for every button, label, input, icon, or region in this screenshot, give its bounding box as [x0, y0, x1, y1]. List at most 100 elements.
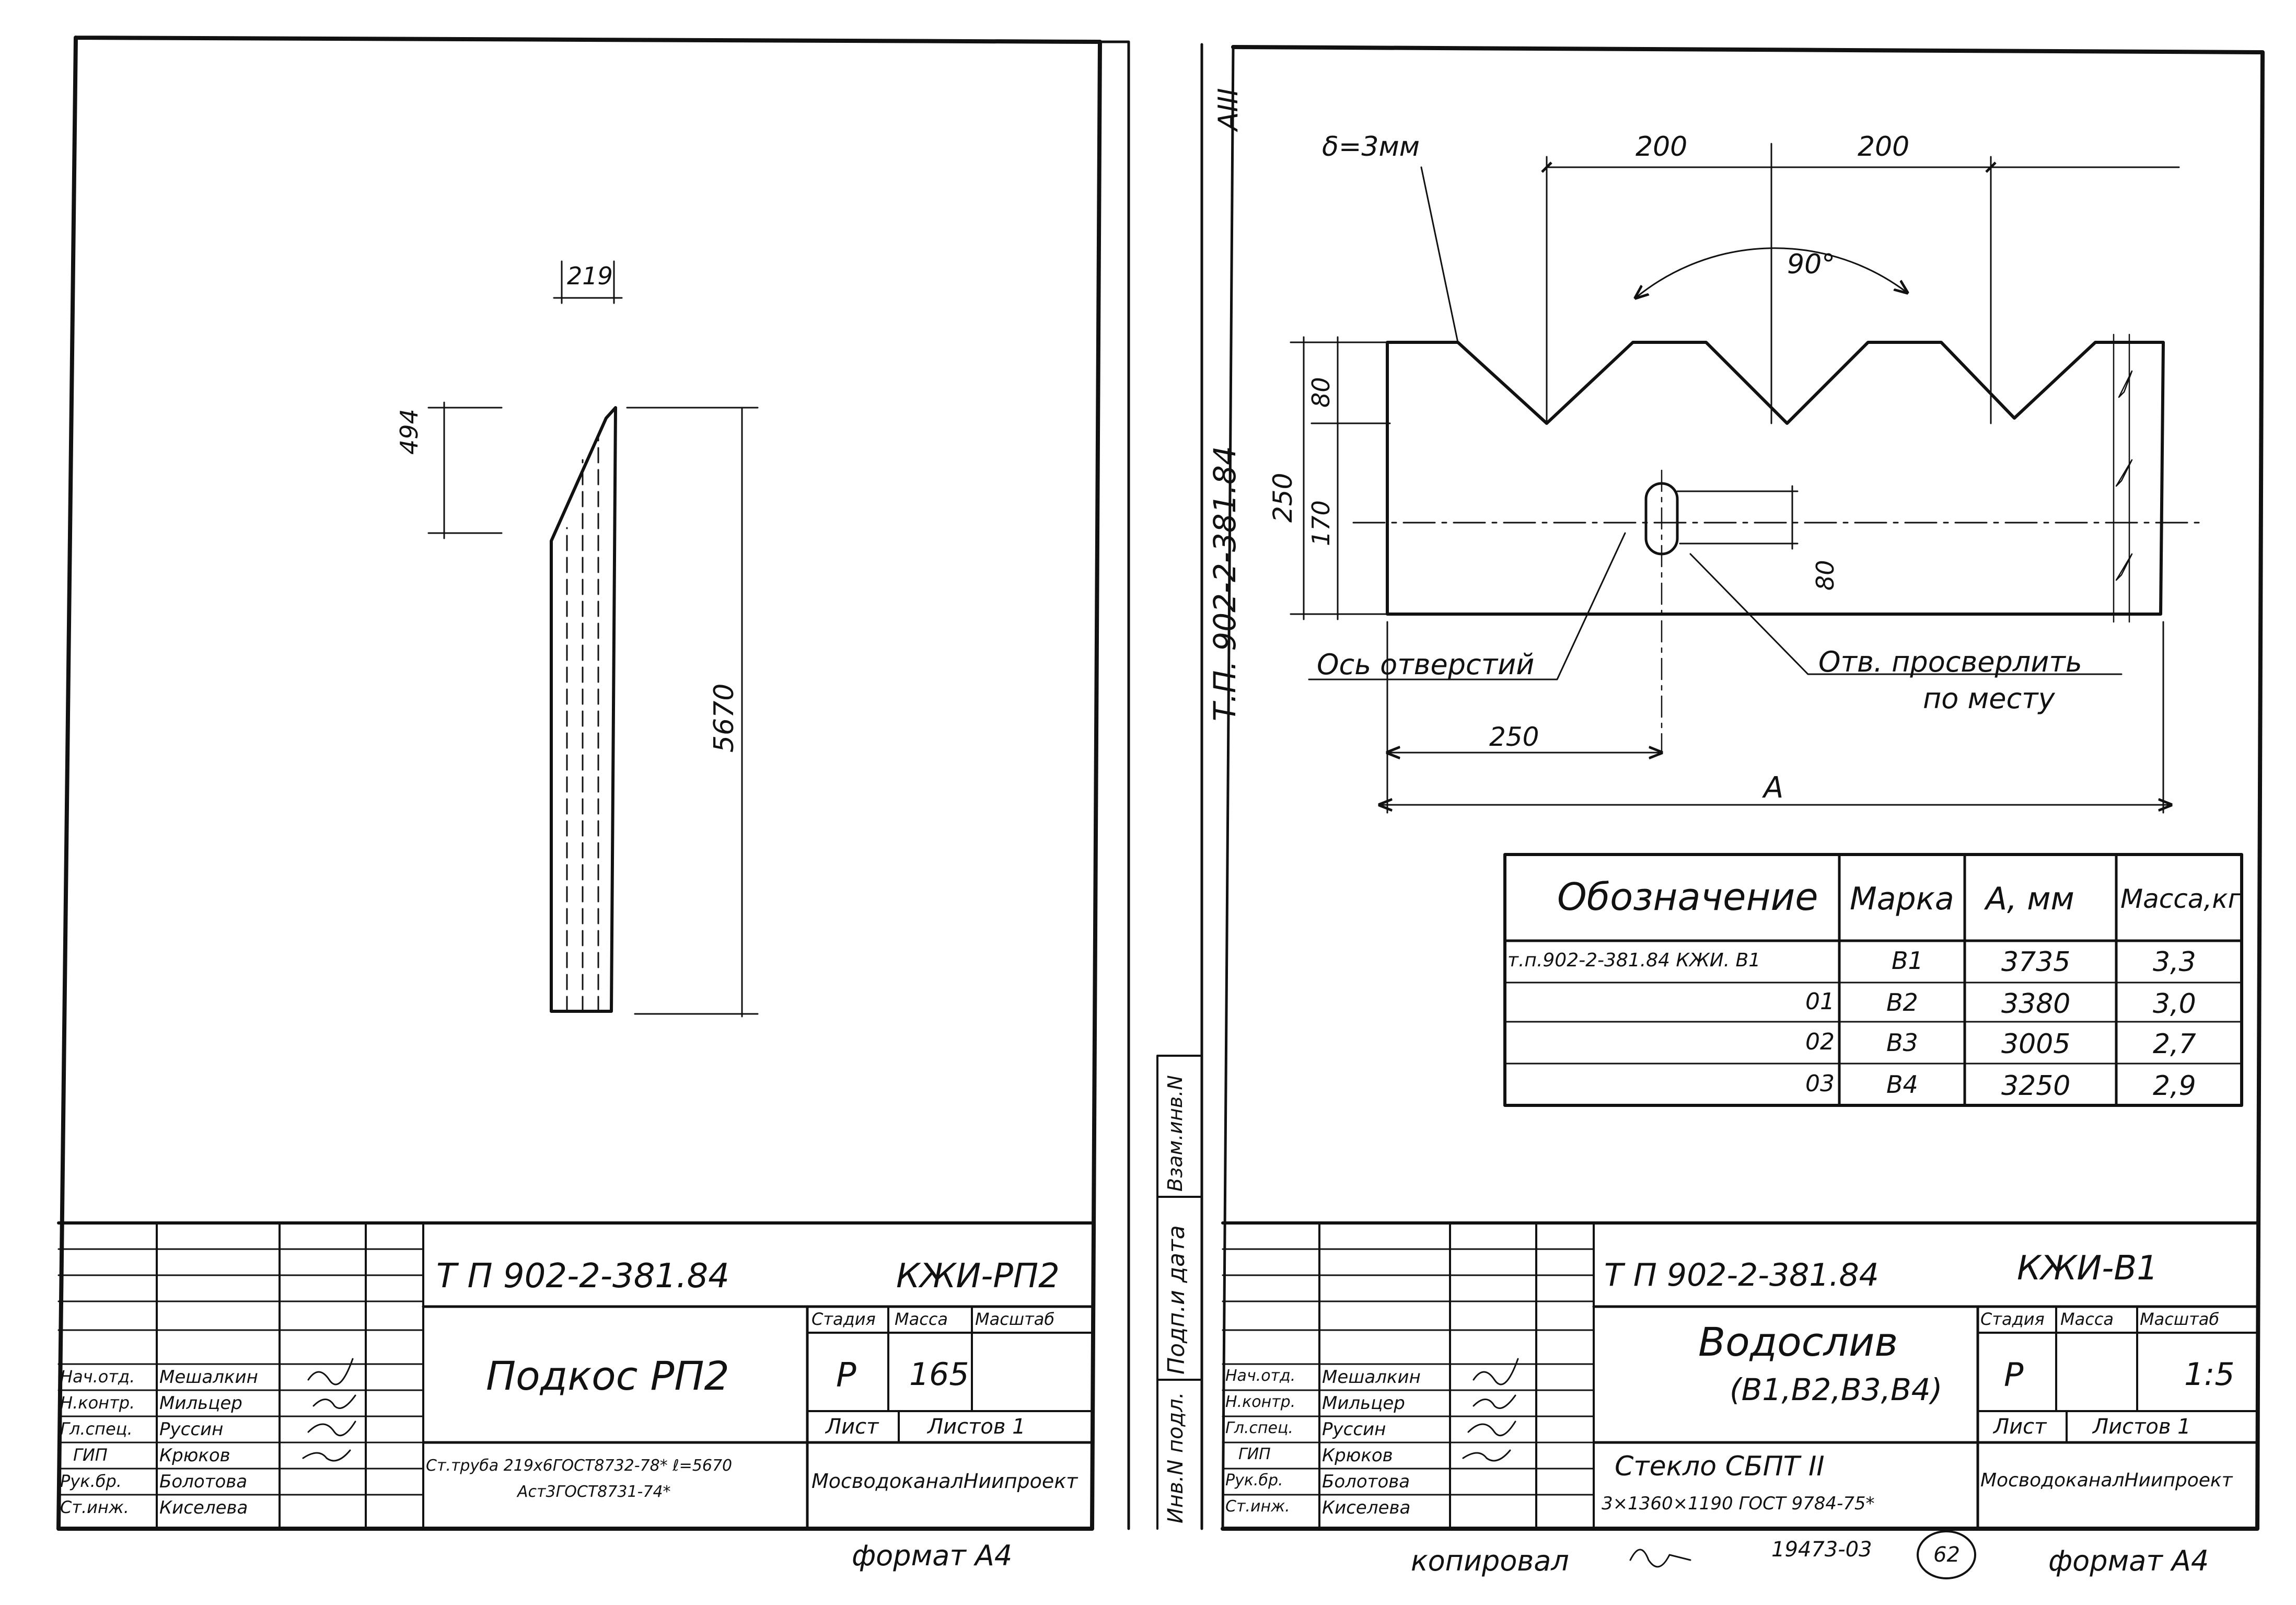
spec-row2-a: 3380 — [2001, 988, 2071, 1020]
right-role-2: Н.контр. — [1225, 1393, 1296, 1411]
sheet-number-circle — [1917, 1530, 1976, 1579]
strip-inv-repl: Взам.инв.N — [1164, 1075, 1187, 1192]
spec-row3-mark: В3 — [1886, 1029, 1918, 1057]
spec-row4-mark: В4 — [1886, 1070, 1918, 1099]
spec-row2-designation: 01 — [1805, 988, 1835, 1015]
right-format: формат А4 — [2048, 1544, 2209, 1577]
left-material-line2: Аст3ГОСТ8731-74* — [517, 1483, 671, 1501]
dim-slot-80: 80 — [1811, 560, 1839, 591]
dim-lower-170: 170 — [1307, 500, 1335, 546]
spec-header-designation: Обозначение — [1557, 875, 1818, 919]
weir-plate-drawing — [1290, 143, 2206, 814]
dim-angle-90: 90° — [1787, 249, 1836, 280]
dim-top-200-left: 200 — [1636, 131, 1688, 163]
right-org: МосводоканалНиипроект — [1980, 1470, 2233, 1491]
left-doc-mark: КЖИ-РП2 — [896, 1257, 1060, 1296]
spec-row1-mass: 3,3 — [2153, 946, 2196, 978]
dim-cut-height-494: 494 — [395, 409, 423, 455]
strip-sign-date: Подп.и дата — [1163, 1225, 1190, 1375]
left-role-name-2: Мильцер — [159, 1393, 242, 1414]
right-doc-mark: КЖИ-В1 — [2017, 1249, 2158, 1288]
left-title-block-lines — [57, 1221, 1094, 1530]
left-sheets-label: Листов 1 — [927, 1415, 1026, 1439]
sheet-number: 62 — [1933, 1543, 1960, 1567]
left-role-4: ГИП — [73, 1445, 108, 1465]
right-stage-value: Р — [2004, 1356, 2024, 1394]
right-role-4: ГИП — [1238, 1445, 1271, 1463]
strip-doc-code: Т.П. 902-2-381.84 — [1207, 446, 1243, 721]
right-role-name-5: Болотова — [1322, 1471, 1410, 1492]
copied-by-label: копировал — [1411, 1544, 1569, 1577]
left-mass-label: Масса — [895, 1309, 948, 1329]
dim-notch-80: 80 — [1307, 377, 1335, 408]
left-org: МосводоканалНиипроект — [811, 1470, 1078, 1493]
signature-scribbles — [302, 1358, 1691, 1568]
left-scale-label: Масштаб — [975, 1309, 1055, 1329]
right-doc-code: Т П 902-2-381.84 — [1604, 1257, 1879, 1294]
right-role-5: Рук.бр. — [1225, 1471, 1283, 1489]
spec-row2-mark: В2 — [1886, 988, 1918, 1017]
left-role-5: Рук.бр. — [60, 1471, 122, 1491]
left-role-name-5: Болотова — [159, 1471, 248, 1492]
spec-header-mass: Масса,кг — [2120, 884, 2242, 914]
spec-row4-designation: 03 — [1805, 1070, 1835, 1097]
dim-length-a: А — [1764, 771, 1784, 805]
spec-row3-a: 3005 — [2001, 1029, 2071, 1060]
thickness-note: δ=3мм — [1322, 131, 1420, 163]
dim-top-200-right: 200 — [1858, 131, 1910, 163]
left-stage-value: Р — [836, 1356, 856, 1395]
left-frame — [56, 36, 1102, 1531]
binding-strip — [1098, 40, 1235, 1530]
left-role-name-4: Крюков — [159, 1445, 230, 1466]
left-stage-label: Стадия — [811, 1309, 876, 1329]
dim-length-5670: 5670 — [709, 683, 740, 753]
dim-height-250: 250 — [1268, 472, 1298, 523]
spec-row1-designation: т.п.902-2-381.84 КЖИ. В1 — [1508, 950, 1761, 971]
left-format: формат А4 — [852, 1539, 1013, 1572]
right-frame — [1221, 45, 2265, 1531]
left-part-name: Подкос РП2 — [486, 1353, 729, 1399]
right-role-6: Ст.инж. — [1225, 1497, 1290, 1516]
left-role-3: Гл.спец. — [60, 1419, 133, 1439]
strip-corner-mark: АIII — [1213, 88, 1244, 131]
right-role-name-2: Мильцер — [1322, 1393, 1405, 1414]
pipe-brace-drawing — [427, 260, 759, 1018]
right-role-1: Нач.отд. — [1225, 1367, 1296, 1385]
order-number: 19473-03 — [1771, 1538, 1872, 1562]
right-sheets-label: Листов 1 — [2093, 1415, 2191, 1439]
right-role-name-1: Мешалкин — [1322, 1367, 1421, 1388]
spec-row1-mark: В1 — [1892, 946, 1923, 975]
spec-row3-mass: 2,7 — [2153, 1029, 2196, 1060]
spec-row3-designation: 02 — [1805, 1029, 1835, 1055]
left-role-6: Ст.инж. — [60, 1497, 129, 1517]
right-role-name-3: Руссин — [1322, 1419, 1386, 1440]
spec-row4-mass: 2,9 — [2153, 1070, 2196, 1102]
right-material-line2: 3×1360×1190 ГОСТ 9784-75* — [1602, 1493, 1875, 1514]
dim-diameter-219: 219 — [567, 262, 613, 290]
note-drill-line2: по месту — [1923, 682, 2055, 715]
left-role-name-3: Руссин — [159, 1419, 224, 1440]
right-role-name-6: Киселева — [1322, 1497, 1411, 1518]
note-hole-axis: Ось отверстий — [1317, 648, 1535, 681]
spec-header-mark: Марка — [1850, 881, 1954, 917]
dim-to-hole-250: 250 — [1489, 722, 1539, 752]
right-sheet-label: Лист — [1993, 1415, 2047, 1439]
note-drill-line1: Отв. просверлить — [1818, 645, 2082, 678]
right-part-name: Водослив — [1698, 1319, 1898, 1365]
right-material-line1: Стекло СБПТ II — [1615, 1451, 1825, 1482]
right-role-name-4: Крюков — [1322, 1445, 1393, 1466]
left-mass-value: 165 — [909, 1356, 969, 1393]
spec-table-grid — [1503, 853, 2243, 1107]
right-role-3: Гл.спец. — [1225, 1419, 1293, 1437]
spec-header-a: А, мм — [1986, 881, 2074, 917]
right-title-block-lines — [1221, 1221, 2259, 1530]
strip-inv-orig: Инв.N подл. — [1164, 1392, 1188, 1523]
left-role-1: Нач.отд. — [60, 1367, 135, 1387]
spec-row2-mass: 3,0 — [2153, 988, 2196, 1020]
right-scale-value: 1:5 — [2184, 1356, 2235, 1393]
spec-row4-a: 3250 — [2001, 1070, 2071, 1102]
left-role-name-6: Киселева — [159, 1497, 248, 1518]
right-scale-label: Масштаб — [2140, 1309, 2220, 1329]
spec-row1-a: 3735 — [2001, 946, 2071, 978]
